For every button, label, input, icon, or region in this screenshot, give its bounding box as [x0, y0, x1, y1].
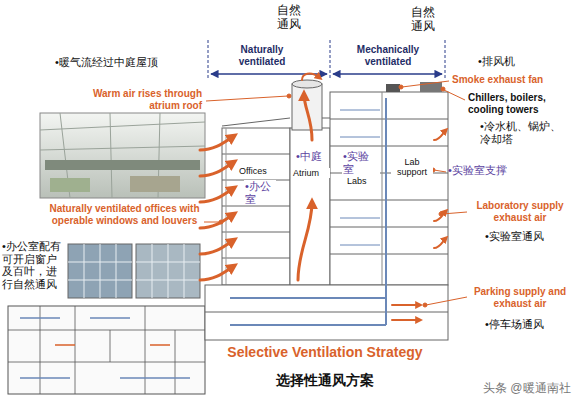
- annotation: •实验室支撑: [448, 164, 528, 177]
- building-section: [330, 119, 448, 254]
- building-section: [205, 312, 448, 313]
- atrium-photo: [130, 176, 180, 192]
- building-section: [382, 92, 383, 285]
- atrium-photo: [40, 113, 205, 198]
- zone-bracket: [445, 40, 446, 80]
- zone-bracket: [333, 73, 442, 74]
- annotation: •冷水机、锅炉、冷却塔: [480, 120, 564, 145]
- air-flow-arrow: [392, 304, 420, 306]
- air-flow-arrow: [304, 94, 312, 140]
- air-flow-arrow: [434, 238, 446, 248]
- building-section: [205, 80, 448, 340]
- air-flow-arrow: [200, 162, 234, 176]
- leader-line: [442, 212, 467, 214]
- floor-plan: [20, 318, 190, 378]
- air-flow-arrow: [200, 214, 234, 228]
- roof-equipment: [386, 84, 400, 92]
- watermark: 头条 @暖通南社: [483, 382, 575, 396]
- callout-label: Laboratory supply exhaust air: [470, 200, 570, 223]
- air-flow-arrow: [392, 319, 420, 321]
- zone-label: Naturally ventilated: [222, 44, 302, 67]
- diagram-title: Selective Ventilation Strategy: [195, 344, 455, 360]
- leader-line: [219, 220, 223, 224]
- floor-plan: [8, 306, 205, 394]
- leader-line: [399, 85, 403, 89]
- leader-line: [402, 81, 449, 87]
- roof-equipment: [386, 82, 442, 92]
- callout-label: Smoke exhaust fan: [452, 74, 562, 86]
- air-flow-arrow: [200, 136, 234, 150]
- zone-bracket: [208, 40, 209, 80]
- building-section: [290, 128, 330, 285]
- space-label: •实验室: [342, 150, 380, 175]
- zone-bracket: [208, 40, 445, 80]
- callout-label: Warm air rises through atrium roof: [72, 88, 202, 111]
- diagram-caption: 选择性通风方案: [225, 372, 425, 388]
- leader-line: [204, 222, 220, 223]
- atrium-photo: [40, 113, 205, 198]
- annotation: •实验室通风: [485, 230, 565, 243]
- duct: [340, 110, 380, 245]
- annotation: •停车场通风: [485, 318, 565, 331]
- leader-line: [426, 297, 467, 305]
- atrium-photo: [45, 160, 200, 170]
- floor-plan: [8, 306, 205, 394]
- building-section: [292, 80, 322, 88]
- space-label: •办公室: [244, 180, 276, 205]
- duct: [230, 98, 386, 325]
- space-label: Labs: [346, 176, 378, 186]
- callout-label: Chillers, boilers, cooling towers: [468, 92, 568, 115]
- air-flow-arrow: [298, 202, 312, 280]
- air-flow-arrow: [434, 211, 446, 221]
- air-flow-arrow: [200, 188, 234, 202]
- space-label: •中庭: [295, 150, 329, 163]
- annotation: •暖气流经过中庭屋顶: [55, 56, 205, 69]
- atrium-photo: [40, 113, 205, 198]
- air-flow-arrow: [200, 266, 234, 280]
- leader-line: [204, 81, 467, 307]
- zone-note: 自然通风: [276, 4, 302, 32]
- zone-note: 自然通风: [410, 6, 436, 34]
- building-section: [330, 92, 448, 285]
- air-flow-arrow: [434, 130, 446, 140]
- floor-plan: [8, 306, 205, 394]
- building-section: [222, 128, 290, 285]
- space-label: Lab support: [391, 157, 433, 178]
- callout-label: Parking supply and exhaust air: [470, 286, 570, 309]
- window-photo: [68, 244, 200, 298]
- zone-bracket: [330, 40, 331, 80]
- leader-line: [441, 87, 445, 91]
- building-section: [226, 128, 227, 285]
- window-photo: [68, 244, 200, 298]
- duct: [230, 298, 386, 325]
- leader-line: [439, 212, 443, 216]
- floor-plan: [55, 344, 170, 346]
- duct: [385, 98, 387, 325]
- leader-line: [434, 170, 446, 172]
- air-flow-arrow: [302, 74, 320, 80]
- space-label: Atrium: [292, 168, 330, 178]
- air-flow-arrow: [200, 74, 446, 320]
- callout-label: Naturally ventilated offices with operab…: [42, 203, 207, 226]
- annotation: •排风机: [478, 55, 538, 68]
- space-label: Offices: [238, 166, 284, 176]
- air-flow-arrow: [200, 240, 234, 254]
- annotation: •办公室配有可开启窗户及百叶，进行自然通风: [2, 240, 62, 291]
- building-section: [205, 285, 448, 340]
- leader-line: [444, 90, 465, 100]
- leader-line: [206, 96, 288, 101]
- leader-line: [287, 94, 291, 98]
- zone-label: Mechanically ventilated: [348, 44, 428, 67]
- atrium-photo: [50, 178, 90, 192]
- leader-line: [423, 303, 427, 307]
